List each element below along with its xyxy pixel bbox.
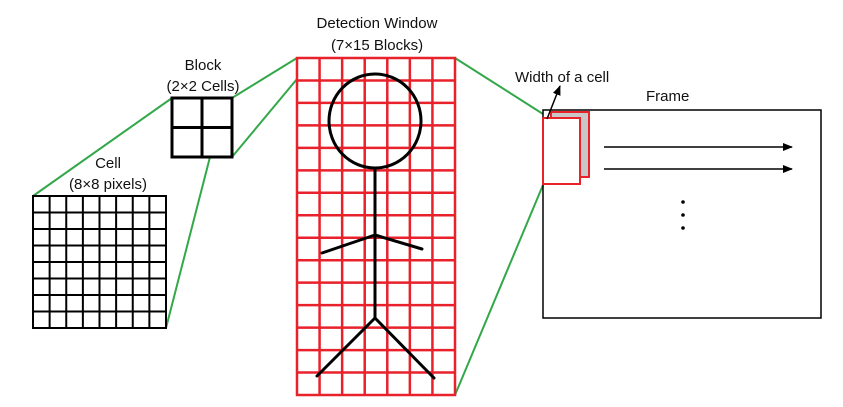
connector-window-frame-top — [454, 57, 544, 115]
stick-figure-arm-left — [320, 233, 377, 255]
detection-window-subtitle: (7×15 Blocks) — [331, 37, 423, 54]
stick-figure-leg-left — [315, 316, 377, 378]
connector-block-window-bottom — [231, 78, 298, 158]
connector-block-window-top — [231, 57, 298, 99]
detection-window-title: Detection Window — [317, 15, 438, 32]
stick-figure — [315, 72, 436, 380]
cell-grid — [32, 195, 167, 329]
block-grid — [170, 96, 234, 159]
stick-figure-leg-right — [373, 316, 436, 380]
frame-title: Frame — [646, 88, 689, 105]
connector-window-frame-bottom — [454, 184, 544, 396]
cell-subtitle: (8×8 pixels) — [69, 176, 147, 193]
frame-box — [542, 109, 822, 319]
detection-window-grid-border — [295, 56, 457, 397]
stacked-windows — [542, 111, 590, 185]
cell-width-label: Width of a cell — [515, 69, 609, 86]
block-title: Block — [185, 57, 222, 74]
connector-cell-block-top — [32, 97, 173, 197]
current-window — [542, 117, 581, 185]
stick-figure-arm-right — [373, 233, 424, 251]
cell-title: Cell — [95, 155, 121, 172]
cell-width-arrow — [546, 85, 561, 120]
ellipsis-dots — [681, 200, 685, 230]
connector-lines — [32, 57, 544, 396]
detection-window-grid — [295, 56, 457, 397]
block-subtitle: (2×2 Cells) — [167, 78, 240, 95]
connector-cell-block-bottom — [165, 156, 211, 329]
